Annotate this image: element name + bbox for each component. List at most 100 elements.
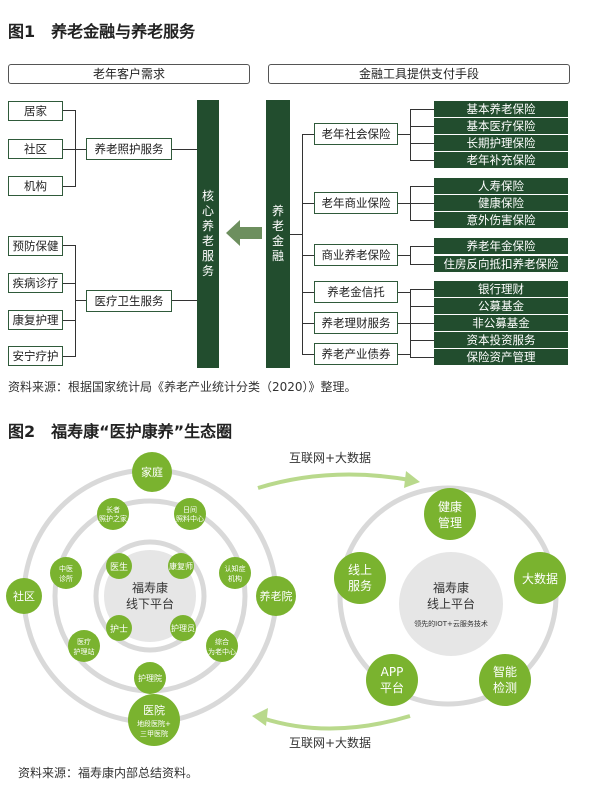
- online-platform-title: 福寿康: [433, 580, 469, 595]
- finance-bar: 养老金融: [266, 100, 290, 368]
- svg-text:综合: 综合: [215, 637, 229, 646]
- svg-text:护理站: 护理站: [74, 647, 95, 656]
- middle-node: 日间 照料中心: [174, 498, 206, 530]
- svg-text:健康: 健康: [438, 499, 462, 514]
- svg-text:大数据: 大数据: [522, 571, 558, 586]
- care-service-box: 养老照护服务: [86, 138, 172, 160]
- right-node-smart-detection: 智能 检测: [479, 654, 531, 706]
- left-item: 康复护理: [8, 310, 63, 330]
- svg-text:三甲医院: 三甲医院: [140, 729, 168, 738]
- wealth-service-box: 养老理财服务: [314, 312, 398, 334]
- right-item: 基本养老保险: [434, 101, 568, 117]
- svg-text:护理员: 护理员: [171, 623, 195, 633]
- svg-text:平台: 平台: [380, 680, 404, 695]
- middle-node: 长者 照护之家: [97, 498, 129, 530]
- top-arrow-label: 互联网+大数据: [289, 450, 371, 465]
- industry-bond-box: 养老产业债券: [314, 343, 398, 365]
- outer-node-community: 社区: [6, 578, 42, 614]
- svg-text:医疗: 医疗: [77, 637, 91, 646]
- outer-node-hospital: 医院 地段医院+ 三甲医院: [128, 694, 180, 746]
- left-item: 居家: [8, 101, 63, 121]
- svg-text:家庭: 家庭: [141, 465, 163, 479]
- online-platform-subtitle: 线上平台: [427, 596, 475, 611]
- svg-text:医生: 医生: [110, 561, 128, 573]
- right-item: 银行理财: [434, 281, 568, 297]
- ecosystem-diagram: 福寿康 线下平台 家庭 社区 养老院 医院 地段医院+ 三甲医院 长者 照护之家…: [6, 450, 566, 750]
- right-item: 公募基金: [434, 298, 568, 314]
- svg-text:日间: 日间: [183, 506, 197, 514]
- svg-text:服务: 服务: [348, 578, 372, 593]
- svg-text:社区: 社区: [13, 589, 35, 603]
- top-arrow-icon: [257, 472, 411, 490]
- outer-node-nursing-home: 养老院: [256, 576, 296, 616]
- right-node-online-service: 线上 服务: [334, 552, 386, 604]
- right-item: 老年补充保险: [434, 152, 568, 168]
- right-item: 资本投资服务: [434, 332, 568, 348]
- svg-text:线上: 线上: [348, 563, 372, 577]
- inner-node-nurse: 护士: [106, 615, 132, 641]
- left-header: 老年客户需求: [8, 64, 250, 84]
- inner-node-rehab: 康复师: [168, 553, 194, 579]
- svg-text:管理: 管理: [438, 515, 462, 530]
- bottom-arrow-label: 互联网+大数据: [289, 735, 371, 750]
- right-item: 非公募基金: [434, 315, 568, 331]
- svg-text:认知症: 认知症: [225, 564, 246, 573]
- svg-text:康复师: 康复师: [169, 561, 193, 571]
- left-item: 预防保健: [8, 236, 63, 256]
- svg-text:智能: 智能: [493, 664, 517, 679]
- middle-node: 护理院: [134, 662, 166, 694]
- left-item: 安宁疗护: [8, 346, 63, 366]
- offline-platform-subtitle: 线下平台: [126, 596, 174, 611]
- svg-text:护士: 护士: [110, 623, 128, 635]
- right-node-big-data: 大数据: [514, 552, 566, 604]
- svg-text:机构: 机构: [228, 574, 242, 583]
- right-item: 人寿保险: [434, 178, 568, 194]
- fig2-source: 资料来源：福寿康内部总结资料。: [18, 766, 199, 780]
- inner-node-doctor: 医生: [106, 553, 132, 579]
- medical-service-box: 医疗卫生服务: [86, 290, 172, 312]
- svg-text:养老院: 养老院: [260, 589, 293, 603]
- core-service-bar: 核心养老服务: [197, 100, 219, 368]
- left-item: 社区: [8, 139, 63, 159]
- svg-text:照料中心: 照料中心: [176, 514, 204, 523]
- online-platform-tech: 领先的IOT+云服务技术: [414, 619, 488, 628]
- middle-node: 认知症 机构: [219, 557, 251, 589]
- svg-text:为老中心: 为老中心: [208, 647, 236, 656]
- right-item: 意外伤害保险: [434, 212, 568, 228]
- svg-text:APP: APP: [381, 665, 404, 679]
- middle-node: 中医 诊所: [50, 557, 82, 589]
- outer-node-family: 家庭: [132, 452, 172, 492]
- right-item: 保险资产管理: [434, 349, 568, 365]
- commercial-insurance-box: 老年商业保险: [314, 192, 398, 214]
- right-item: 基本医疗保险: [434, 118, 568, 134]
- fig2-title: 图2 福寿康“医护康养”生态圈: [8, 422, 233, 441]
- right-node-health-management: 健康 管理: [424, 488, 476, 540]
- commercial-pension-box: 商业养老保险: [314, 244, 398, 266]
- middle-node: 综合 为老中心: [206, 630, 238, 662]
- social-insurance-box: 老年社会保险: [314, 123, 398, 145]
- left-item: 机构: [8, 176, 63, 196]
- right-item: 健康保险: [434, 195, 568, 211]
- fig1-source: 资料来源：根据国家统计局《养老产业统计分类（2020）》整理。: [8, 380, 357, 394]
- right-item: 养老年金保险: [434, 238, 568, 254]
- left-item: 疾病诊疗: [8, 273, 63, 293]
- offline-platform-title: 福寿康: [132, 580, 168, 595]
- right-node-app-platform: APP 平台: [366, 654, 418, 706]
- svg-text:医院: 医院: [143, 703, 165, 717]
- fig1-title: 图1 养老金融与养老服务: [8, 22, 196, 41]
- svg-text:长者: 长者: [106, 505, 120, 514]
- svg-text:中医: 中医: [59, 564, 73, 573]
- svg-text:护理院: 护理院: [138, 673, 162, 683]
- svg-text:检测: 检测: [493, 680, 517, 695]
- svg-text:地段医院+: 地段医院+: [137, 719, 171, 728]
- right-item: 长期护理保险: [434, 135, 568, 151]
- arrow-left-icon: [226, 220, 262, 246]
- middle-node: 医疗 护理站: [68, 630, 100, 662]
- inner-node-caregiver: 护理员: [170, 615, 196, 641]
- svg-text:诊所: 诊所: [59, 574, 73, 583]
- pension-trust-box: 养老金信托: [314, 281, 398, 303]
- right-header: 金融工具提供支付手段: [268, 64, 570, 84]
- right-item: 住房反向抵扣养老保险: [434, 256, 568, 272]
- svg-text:照护之家: 照护之家: [99, 514, 127, 523]
- bottom-arrow-icon: [261, 714, 411, 731]
